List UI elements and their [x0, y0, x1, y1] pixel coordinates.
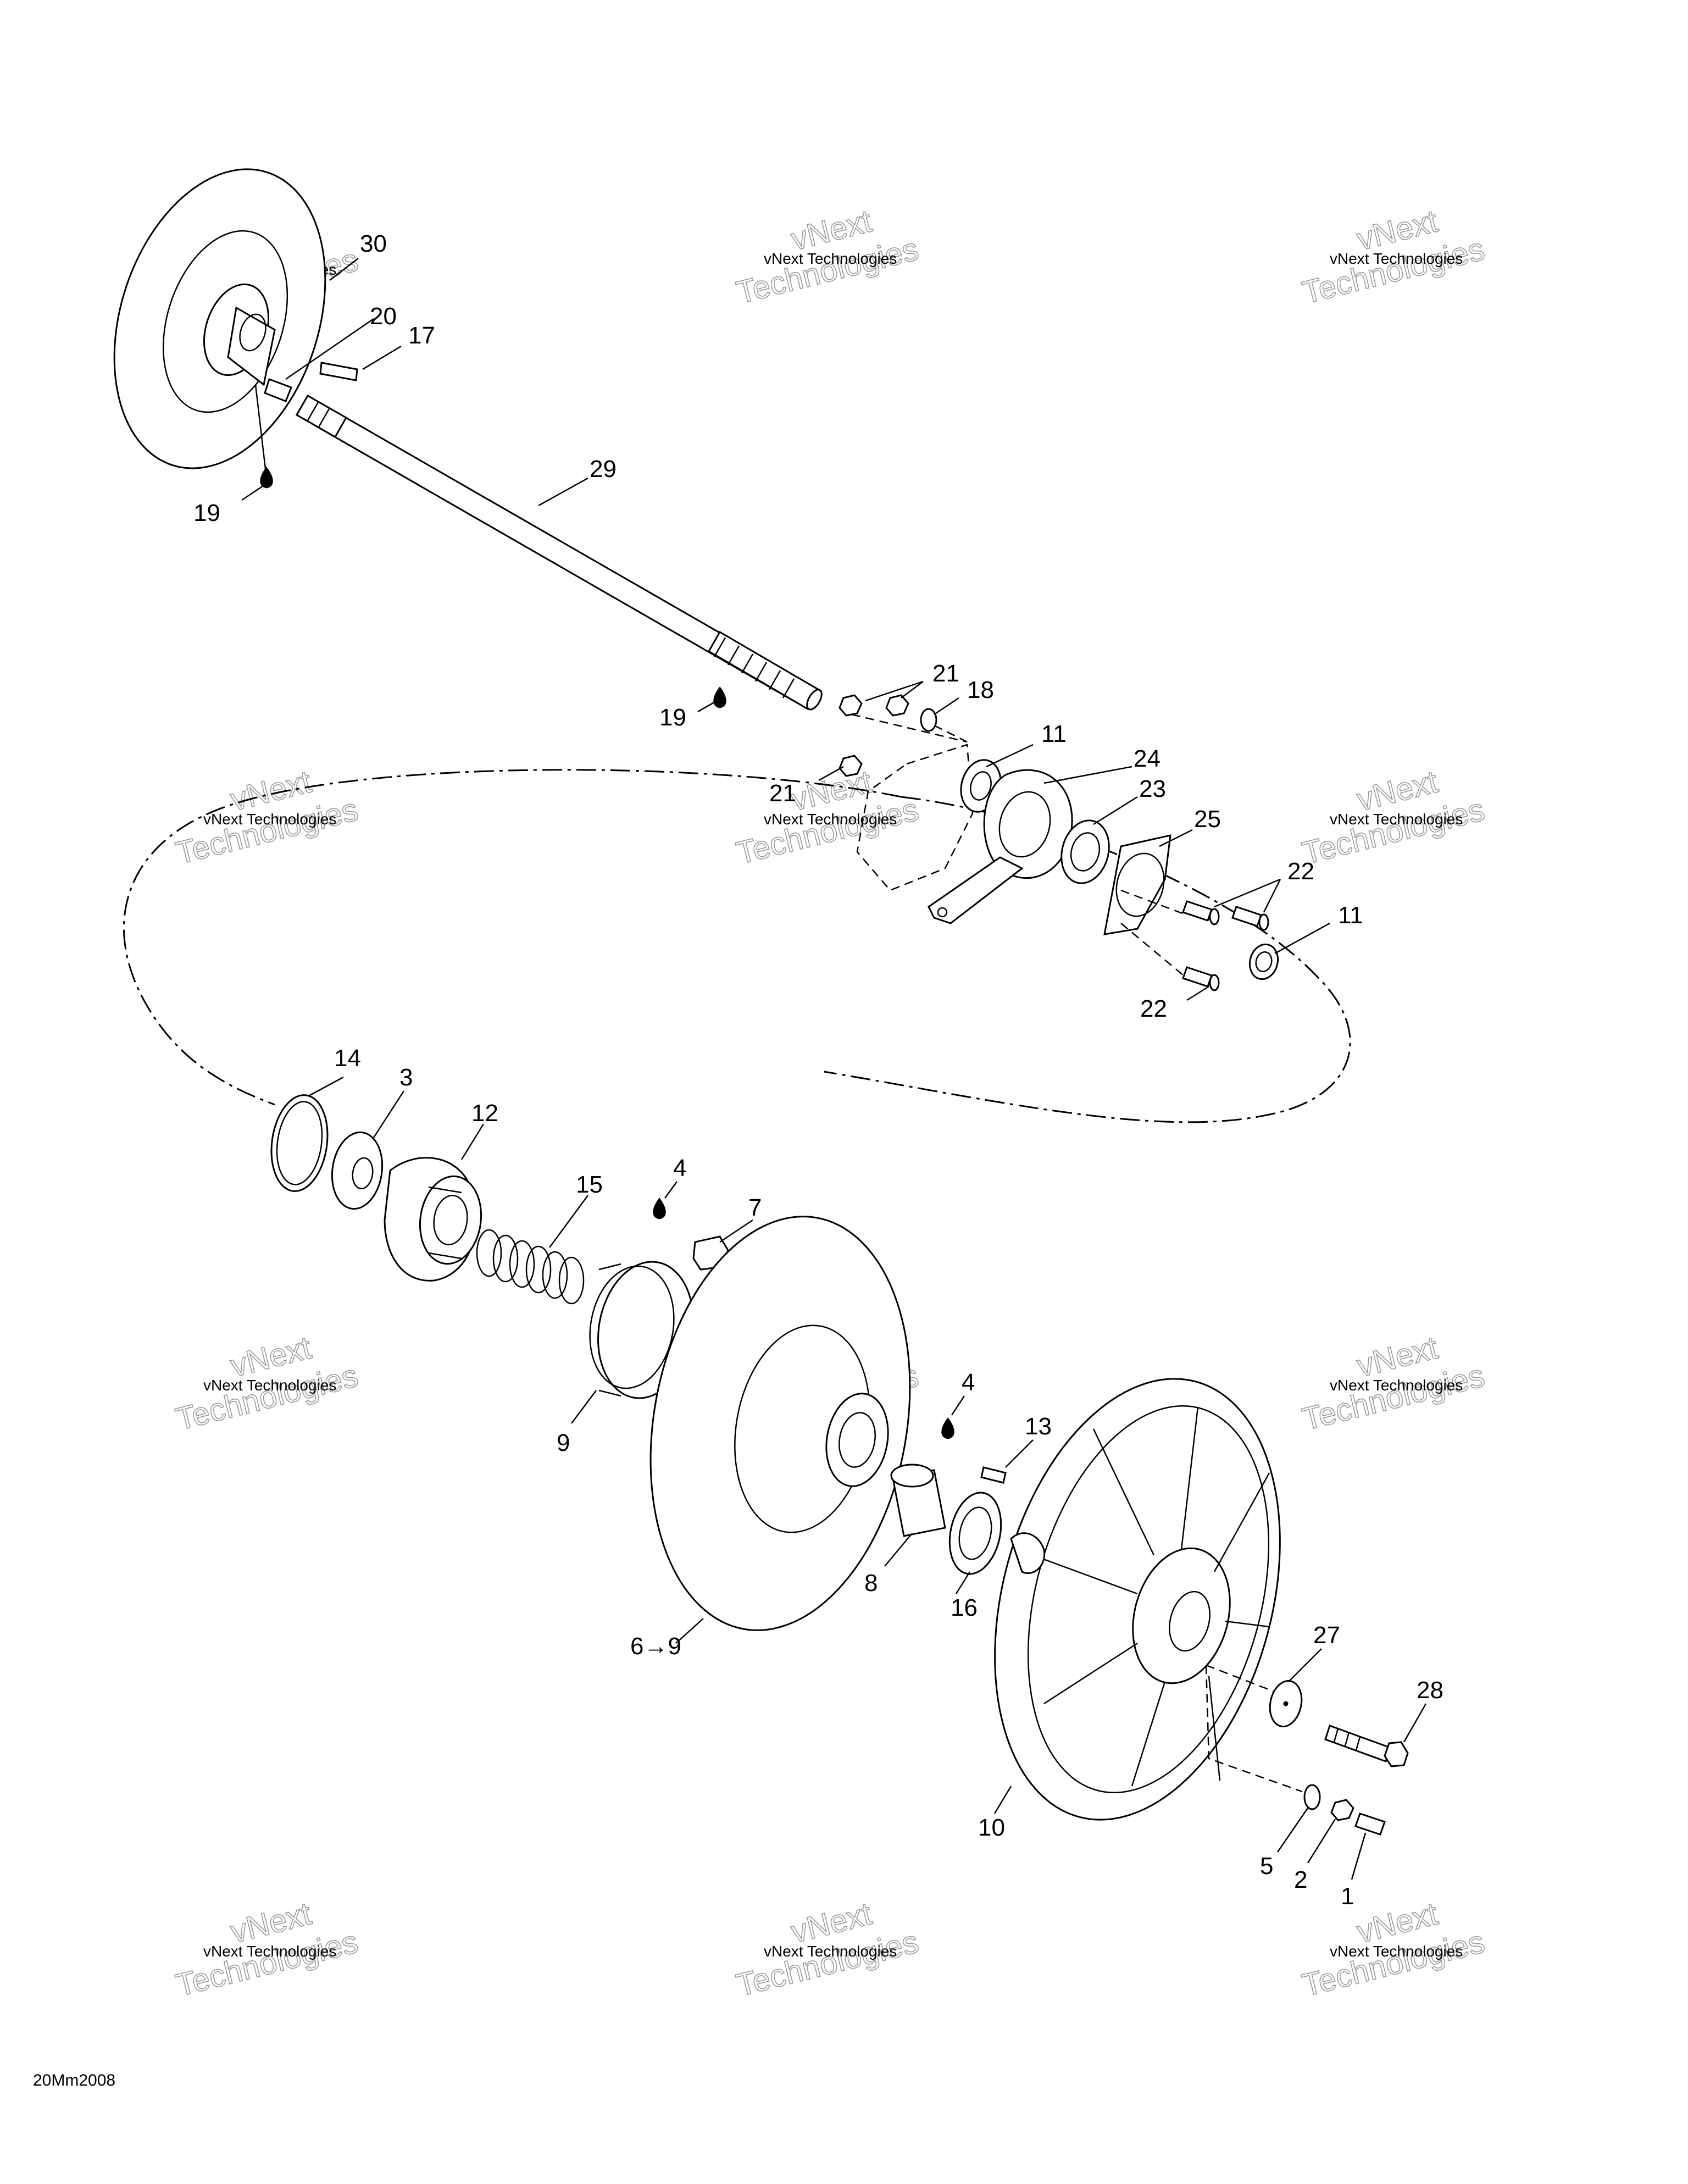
callout-3: 3 — [399, 1064, 413, 1091]
callout-18: 18 — [967, 677, 994, 703]
diagram-reference-code: 20Mm2008 — [33, 2071, 115, 2089]
callout-30: 30 — [360, 230, 387, 257]
retaining-ring-part-14 — [270, 1094, 329, 1192]
watermark-bottom-right: Technologies vNext vNext Technologies — [1298, 1895, 1489, 2004]
callout-25: 25 — [1194, 806, 1221, 833]
callout-6-9: 6→9 — [630, 1633, 681, 1660]
callout-8: 8 — [864, 1570, 878, 1597]
watermark-small-text: vNext Technologies — [1330, 811, 1463, 828]
callout-1: 1 — [1341, 1883, 1354, 1910]
grease-drop-part-19-lower — [713, 686, 726, 708]
grease-drop-part-4-lower — [941, 1417, 954, 1439]
callout-16: 16 — [951, 1594, 978, 1621]
screw-part-22-c — [1182, 966, 1220, 991]
leader-lines — [241, 258, 1427, 1880]
callout-24: 24 — [1134, 745, 1160, 772]
callout-5: 5 — [1260, 1853, 1273, 1880]
key-part-17 — [319, 362, 358, 381]
callout-21-lower: 21 — [769, 780, 796, 807]
callout-14: 14 — [334, 1045, 361, 1072]
watermark-small-text: vNext Technologies — [764, 1943, 897, 1960]
washer-part-27 — [1269, 1680, 1303, 1727]
cam-part-12 — [384, 1157, 482, 1282]
callout-15: 15 — [576, 1171, 603, 1198]
sliding-sheave-part-6 — [649, 1216, 911, 1631]
dashed-guide-line — [1120, 889, 1187, 979]
bearing-part-23 — [1060, 819, 1110, 884]
set-screw-part-1 — [1354, 1812, 1386, 1836]
screw-part-22-a — [1182, 900, 1220, 925]
lock-washer-part-18 — [920, 708, 937, 732]
fixed-sheave-part-10 — [994, 1378, 1281, 1821]
callout-20: 20 — [370, 303, 397, 330]
fixed-sheave-part-30 — [113, 168, 326, 469]
sleeve-part-8 — [890, 1464, 946, 1537]
watermark-low-right: Technologies vNext vNext Technologies — [1298, 1329, 1489, 1438]
watermark-small-text: vNext Technologies — [203, 1377, 336, 1394]
callout-29: 29 — [590, 456, 617, 483]
grease-drop-part-4-upper — [653, 1198, 666, 1220]
nut-part-21-c — [839, 755, 863, 777]
spring-part-15 — [476, 1229, 585, 1305]
callout-27: 27 — [1313, 1622, 1340, 1649]
callout-19-lower: 19 — [659, 704, 686, 731]
watermark-small-text: vNext Technologies — [764, 250, 897, 267]
key-part-13 — [980, 1466, 1007, 1484]
watermark-small-text: vNext Technologies — [764, 811, 897, 828]
callout-17: 17 — [408, 322, 435, 349]
nut-part-2 — [1330, 1799, 1354, 1821]
watermark-small-text: vNext Technologies — [1330, 1377, 1463, 1394]
callout-22-lower: 22 — [1140, 995, 1167, 1022]
callout-4-upper: 4 — [673, 1155, 686, 1182]
screw-part-22-b — [1231, 906, 1269, 931]
callout-9: 9 — [557, 1429, 570, 1456]
watermark-bottom-center: Technologies vNext vNext Technologies — [732, 1895, 923, 2004]
callout-2: 2 — [1294, 1866, 1307, 1893]
bearing-support-outline — [856, 744, 974, 891]
watermark-small-text: vNext Technologies — [203, 1943, 336, 1960]
callout-19-upper: 19 — [193, 500, 220, 526]
watermark-small-text: vNext Technologies — [1330, 1943, 1463, 1960]
bearing-cover-part-25 — [1103, 834, 1171, 935]
callout-21-upper: 21 — [932, 660, 959, 687]
callout-7: 7 — [748, 1194, 762, 1221]
callout-10: 10 — [978, 1814, 1005, 1841]
bolt-part-28 — [1324, 1725, 1409, 1767]
watermark-top-right: Technologies vNext vNext Technologies — [1298, 203, 1489, 311]
watermark-small-text: vNext Technologies — [1330, 250, 1463, 267]
dashed-guide-line — [851, 713, 968, 743]
washer-part-16 — [948, 1492, 1002, 1575]
bearing-plate-part-24 — [928, 769, 1073, 924]
callout-11-upper: 11 — [1041, 720, 1067, 747]
watermark-mid-right: Technologies vNext vNext Technologies — [1298, 763, 1489, 872]
watermark-bottom-left: Technologies vNext vNext Technologies — [172, 1895, 362, 2004]
nut-part-21-b — [885, 694, 909, 717]
callout-22-upper: 22 — [1287, 858, 1314, 885]
watermark-low-left: Technologies vNext vNext Technologies — [172, 1329, 362, 1438]
washer-part-3 — [331, 1131, 384, 1210]
callout-23: 23 — [1139, 775, 1166, 802]
watermark-mid-center: Technologies vNext vNext Technologies — [732, 763, 923, 872]
driven-shaft-part-29 — [295, 394, 823, 711]
washer-part-5 — [1303, 1784, 1321, 1810]
callout-12: 12 — [471, 1100, 498, 1127]
nut-part-21-a — [839, 694, 863, 717]
set-screw-part-20 — [264, 378, 292, 402]
callout-28: 28 — [1417, 1677, 1443, 1704]
watermark-small-text: vNext Technologies — [203, 811, 336, 828]
watermark-top-center: Technologies vNext vNext Technologies — [732, 203, 923, 311]
callout-13: 13 — [1025, 1413, 1052, 1440]
callout-11-lower: 11 — [1338, 902, 1363, 929]
callout-4-lower: 4 — [962, 1369, 975, 1396]
washer-part-11-lower — [1248, 943, 1279, 980]
